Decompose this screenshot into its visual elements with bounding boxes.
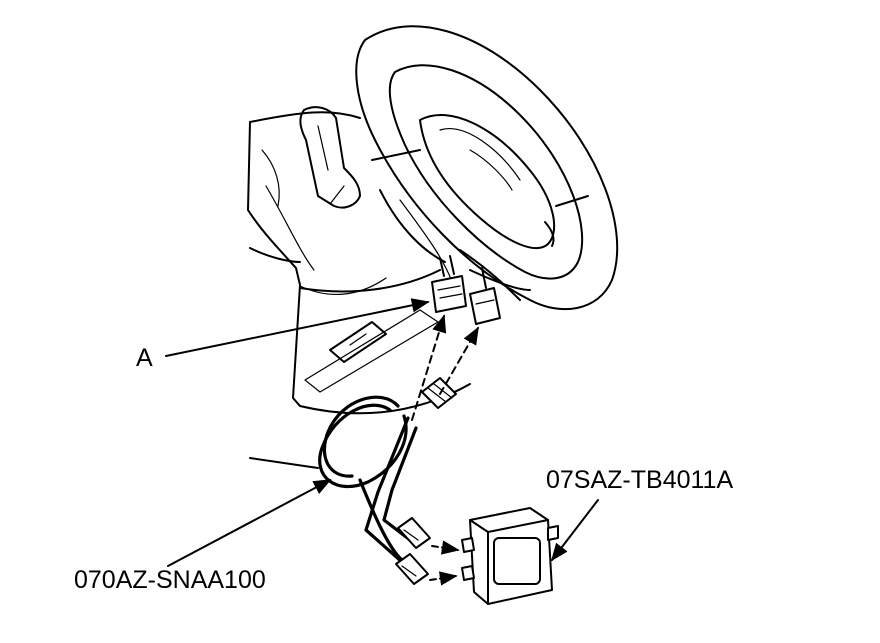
leader-lines xyxy=(165,298,599,567)
column-stalk xyxy=(299,106,361,209)
label-tester-box: 07SAZ-TB4011A xyxy=(546,466,734,494)
leader-tester xyxy=(550,499,599,562)
plug-upper xyxy=(397,517,431,549)
connector-b xyxy=(469,267,501,325)
harness-coil xyxy=(318,395,418,564)
leader-harness xyxy=(167,479,332,567)
leader-a xyxy=(165,298,430,357)
tester-box xyxy=(461,507,559,605)
label-a: A xyxy=(136,344,153,372)
steering-wheel xyxy=(355,25,619,311)
label-harness: 070AZ-SNAA100 xyxy=(74,566,266,594)
plug-arrows xyxy=(429,540,460,586)
connector-a xyxy=(431,255,467,313)
plug-lower xyxy=(395,553,429,585)
cable-line xyxy=(249,457,319,469)
adapter-connector xyxy=(421,377,457,409)
connection-arrows xyxy=(411,314,479,421)
